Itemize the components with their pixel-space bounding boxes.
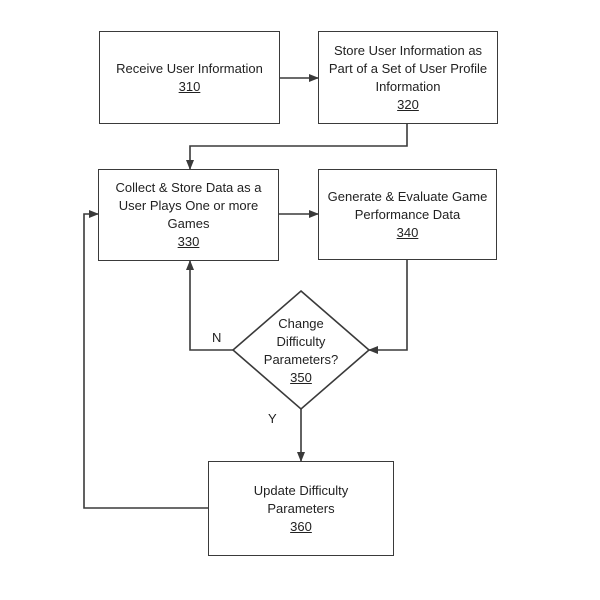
node-330-collect-store-data: Collect & Store Data as a User Plays One… (98, 169, 279, 261)
node-360-ref-number: 360 (290, 518, 312, 534)
node-330-text-line: Games (167, 216, 210, 231)
node-350-change-difficulty-decision: Change Difficulty Parameters? 350 (248, 310, 354, 392)
node-330-text-line: User Plays One or more (118, 198, 259, 213)
node-330-text-line: Collect & Store Data as a (115, 180, 262, 195)
arrow-320-to-330 (186, 124, 408, 170)
node-320-text-line: Information (375, 78, 441, 94)
node-360-text-line: Parameters (267, 500, 335, 516)
node-350-text-line: Change (278, 316, 324, 331)
decision-diamond-350 (231, 289, 371, 411)
node-360-update-difficulty-parameters: Update Difficulty Parameters 360 (208, 461, 394, 556)
node-330-ref-number: 330 (177, 234, 200, 249)
node-320-text-line: Part of a Set of User Profile (328, 60, 488, 76)
node-310-receive-user-information: Receive User Information 310 (99, 31, 280, 124)
node-350-text-line: Parameters? (263, 352, 339, 367)
edge-label-no: N (212, 330, 222, 345)
node-320-ref-number: 320 (397, 96, 419, 112)
arrow-360-to-330-loop (83, 210, 208, 509)
node-340-text-line: Generate & Evaluate Game (327, 188, 488, 204)
node-320-store-user-information: Store User Information as Part of a Set … (318, 31, 498, 124)
node-350-ref-number: 350 (290, 370, 312, 385)
node-310-text-line: Receive User Information (116, 60, 263, 76)
edge-label-yes: Y (268, 411, 277, 426)
node-310-ref-number: 310 (178, 78, 201, 94)
node-340-ref-number: 340 (396, 224, 419, 240)
node-320-text-line: Store User Information as (333, 42, 483, 58)
arrow-340-to-350 (368, 260, 408, 354)
node-340-generate-evaluate-performance: Generate & Evaluate Game Performance Dat… (318, 169, 497, 260)
node-360-text-line: Update Difficulty (253, 482, 349, 498)
node-340-text-line: Performance Data (354, 206, 461, 222)
arrow-350-no-to-330 (186, 260, 233, 351)
node-350-text-line: Difficulty (276, 334, 326, 349)
